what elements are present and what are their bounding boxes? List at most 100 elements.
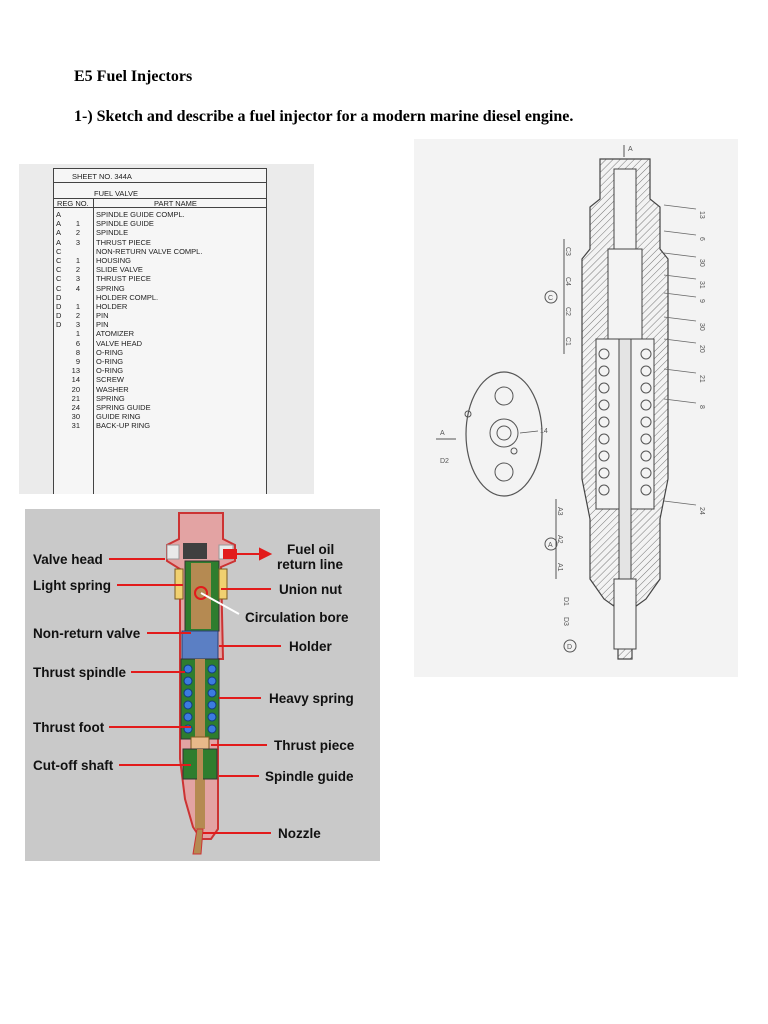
part-name: O-RING [96, 357, 124, 366]
part-name: SPINDLE GUIDE [96, 219, 154, 229]
part-name: PIN [96, 311, 109, 321]
label-spindle-guide: Spindle guide [265, 769, 354, 784]
label-return-line: return line [277, 557, 344, 572]
part-name: SPINDLE GUIDE COMPL. [96, 210, 185, 219]
part-letter: C [56, 265, 62, 275]
part-letter: D [56, 292, 62, 302]
part-letter: C [56, 274, 62, 284]
label-non-return-valve: Non-return valve [33, 626, 141, 641]
cut-off-shaft [197, 749, 203, 829]
part-number: 3 [75, 237, 80, 247]
section-label-side: A [440, 430, 445, 437]
parts-list-sheet: SHEET NO. 344A FUEL VALVE REG NO. PART N… [53, 168, 267, 494]
flange-bolt-hole [494, 462, 514, 482]
drawing-ref-label: A2 [556, 535, 563, 544]
part-number: 20 [71, 384, 80, 394]
part-name: O-RING [96, 366, 124, 376]
page-heading: E5 Fuel Injectors [74, 68, 193, 85]
sheet-number: SHEET NO. 344A [72, 172, 132, 181]
drawing-ref-label: 21 [698, 375, 705, 383]
drawing-ref-label: 9 [698, 299, 705, 303]
side-callout: 14 [540, 428, 548, 435]
part-name: HOUSING [96, 255, 132, 265]
part-number: 21 [71, 393, 80, 403]
part-number: 14 [71, 375, 80, 385]
drawing-ref-label: D1 [562, 597, 569, 606]
valve-head-left [166, 544, 180, 560]
part-name: THRUST PIECE [96, 237, 151, 247]
part-letter: A [56, 219, 62, 229]
leader-lines [109, 547, 281, 834]
drawing-ref-label: C1 [564, 337, 571, 346]
part-name: HOLDER COMPL. [96, 292, 159, 302]
part-number: 1 [75, 329, 80, 339]
part-letter: D [56, 320, 62, 330]
column-header-ref: REG NO. [57, 199, 89, 208]
valve-chamber [607, 248, 643, 340]
drawing-leader-line [663, 500, 697, 506]
label-circulation-bore: Circulation bore [245, 610, 349, 625]
drawing-ref-label: 24 [698, 507, 705, 515]
holder-block [181, 630, 219, 660]
drawing-ref-label: 30 [698, 323, 705, 331]
label-nozzle: Nozzle [278, 826, 321, 841]
part-letter: C [56, 246, 62, 256]
part-letter: A [56, 210, 62, 219]
parts-row: D HOLDER COMPL. [54, 293, 266, 302]
part-name: SCREW [96, 375, 124, 385]
drawing-ref-label: 6 [698, 237, 705, 241]
label-valve-head: Valve head [33, 552, 103, 567]
part-name: SPRING GUIDE [96, 402, 151, 412]
circulation-bore-leader [200, 592, 240, 615]
drawing-ref-label: 8 [698, 405, 705, 409]
drawing-leader-line [663, 204, 697, 210]
part-number: 1 [75, 301, 80, 311]
part-name: ATOMIZER [96, 329, 135, 339]
parts-list-image: SHEET NO. 344A FUEL VALVE REG NO. PART N… [19, 164, 314, 494]
part-letter: A [56, 228, 62, 238]
part-number: 4 [75, 283, 80, 293]
label-thrust-piece: Thrust piece [274, 738, 355, 753]
part-number: 8 [75, 347, 80, 357]
circulation-bore [194, 586, 208, 600]
return-port [223, 549, 237, 559]
nozzle-tip [192, 828, 204, 855]
label-fuel-oil: Fuel oil [287, 542, 334, 557]
part-name: SPRING [96, 393, 125, 403]
part-number: 1 [75, 255, 80, 265]
section-label-top: A [628, 146, 633, 153]
part-name: THRUST PIECE [96, 274, 151, 284]
drawing-ref-label: D3 [562, 617, 569, 626]
sheet-title: FUEL VALVE [94, 189, 139, 198]
inner-bore-top [613, 168, 637, 250]
parts-row: 21 SPRING [54, 394, 266, 403]
part-name: GUIDE RING [96, 412, 141, 422]
side-ref: D2 [440, 458, 449, 465]
group-marker-c [544, 290, 558, 304]
flange-center-hole [489, 418, 519, 448]
drawing-ref-label: C3 [564, 247, 571, 256]
part-letter: D [56, 311, 62, 321]
label-union-nut: Union nut [279, 582, 342, 597]
drawing-leader-line [663, 252, 697, 258]
sheet-divider [54, 198, 266, 199]
group-label-c: C [548, 295, 553, 302]
drawing-leader-line [663, 368, 697, 374]
non-return-valve [191, 563, 211, 629]
drawing-leader-line [663, 316, 697, 322]
drawing-ref-label: C4 [564, 277, 571, 286]
part-name: SPINDLE [96, 228, 129, 238]
